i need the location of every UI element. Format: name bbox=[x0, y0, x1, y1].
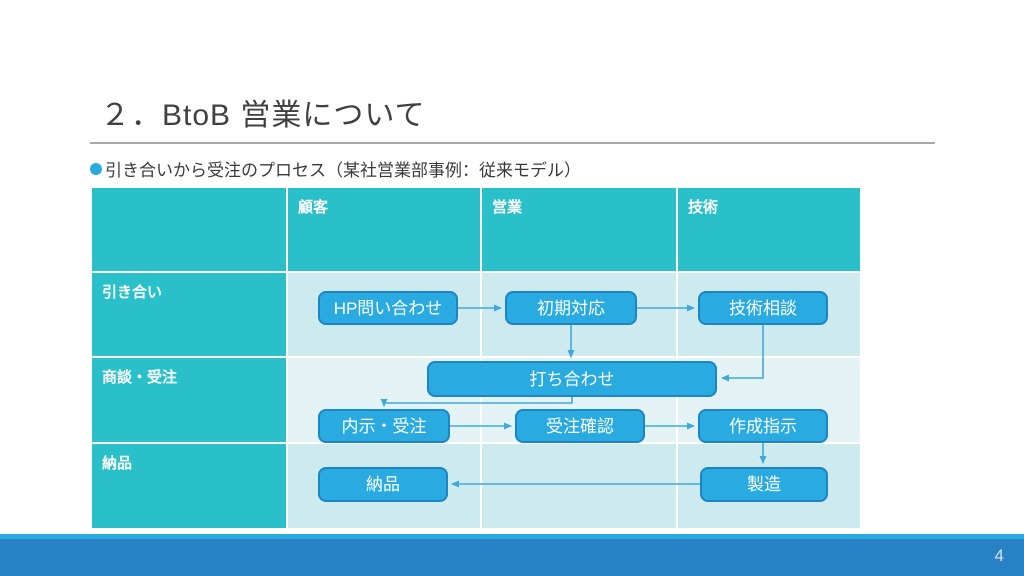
table-corner-cell bbox=[92, 188, 286, 271]
flow-box-technical-consult: 技術相談 bbox=[698, 291, 828, 325]
flow-box-order-confirm: 受注確認 bbox=[515, 409, 645, 443]
footer-accent-strip bbox=[0, 534, 1024, 539]
footer: 4 bbox=[0, 534, 1024, 576]
page-title: ２．BtoB 営業について bbox=[100, 99, 426, 132]
page-number: 4 bbox=[994, 546, 1004, 565]
flow-box-delivery: 納品 bbox=[318, 467, 448, 502]
flow-box-meeting: 打ち合わせ bbox=[427, 361, 717, 397]
row-label-inquiry: 引き合い bbox=[92, 273, 286, 356]
flow-box-informal-order: 内示・受注 bbox=[318, 409, 450, 443]
flow-box-manufacturing: 製造 bbox=[700, 467, 828, 502]
flow-box-production-order: 作成指示 bbox=[698, 409, 828, 443]
flow-box-hp-inquiry: HP問い合わせ bbox=[318, 291, 458, 325]
table-cell bbox=[482, 444, 676, 528]
bullet-icon bbox=[90, 162, 102, 175]
bullet-line: 引き合いから受注のプロセス（某社営業部事例：従来モデル） bbox=[90, 156, 581, 181]
title-divider bbox=[90, 142, 935, 144]
column-header-engineering: 技術 bbox=[678, 188, 860, 271]
bullet-text: 引き合いから受注のプロセス（某社営業部事例：従来モデル） bbox=[105, 161, 581, 180]
footer-bar: 4 bbox=[0, 539, 1024, 576]
column-header-customer: 顧客 bbox=[288, 188, 480, 271]
column-header-sales: 営業 bbox=[482, 188, 676, 271]
process-table: 顧客 営業 技術 引き合い 商談・受注 納品 bbox=[92, 188, 860, 528]
row-label-negotiation-order: 商談・受注 bbox=[92, 358, 286, 442]
flow-box-initial-response: 初期対応 bbox=[505, 291, 637, 325]
row-label-delivery: 納品 bbox=[92, 444, 286, 528]
